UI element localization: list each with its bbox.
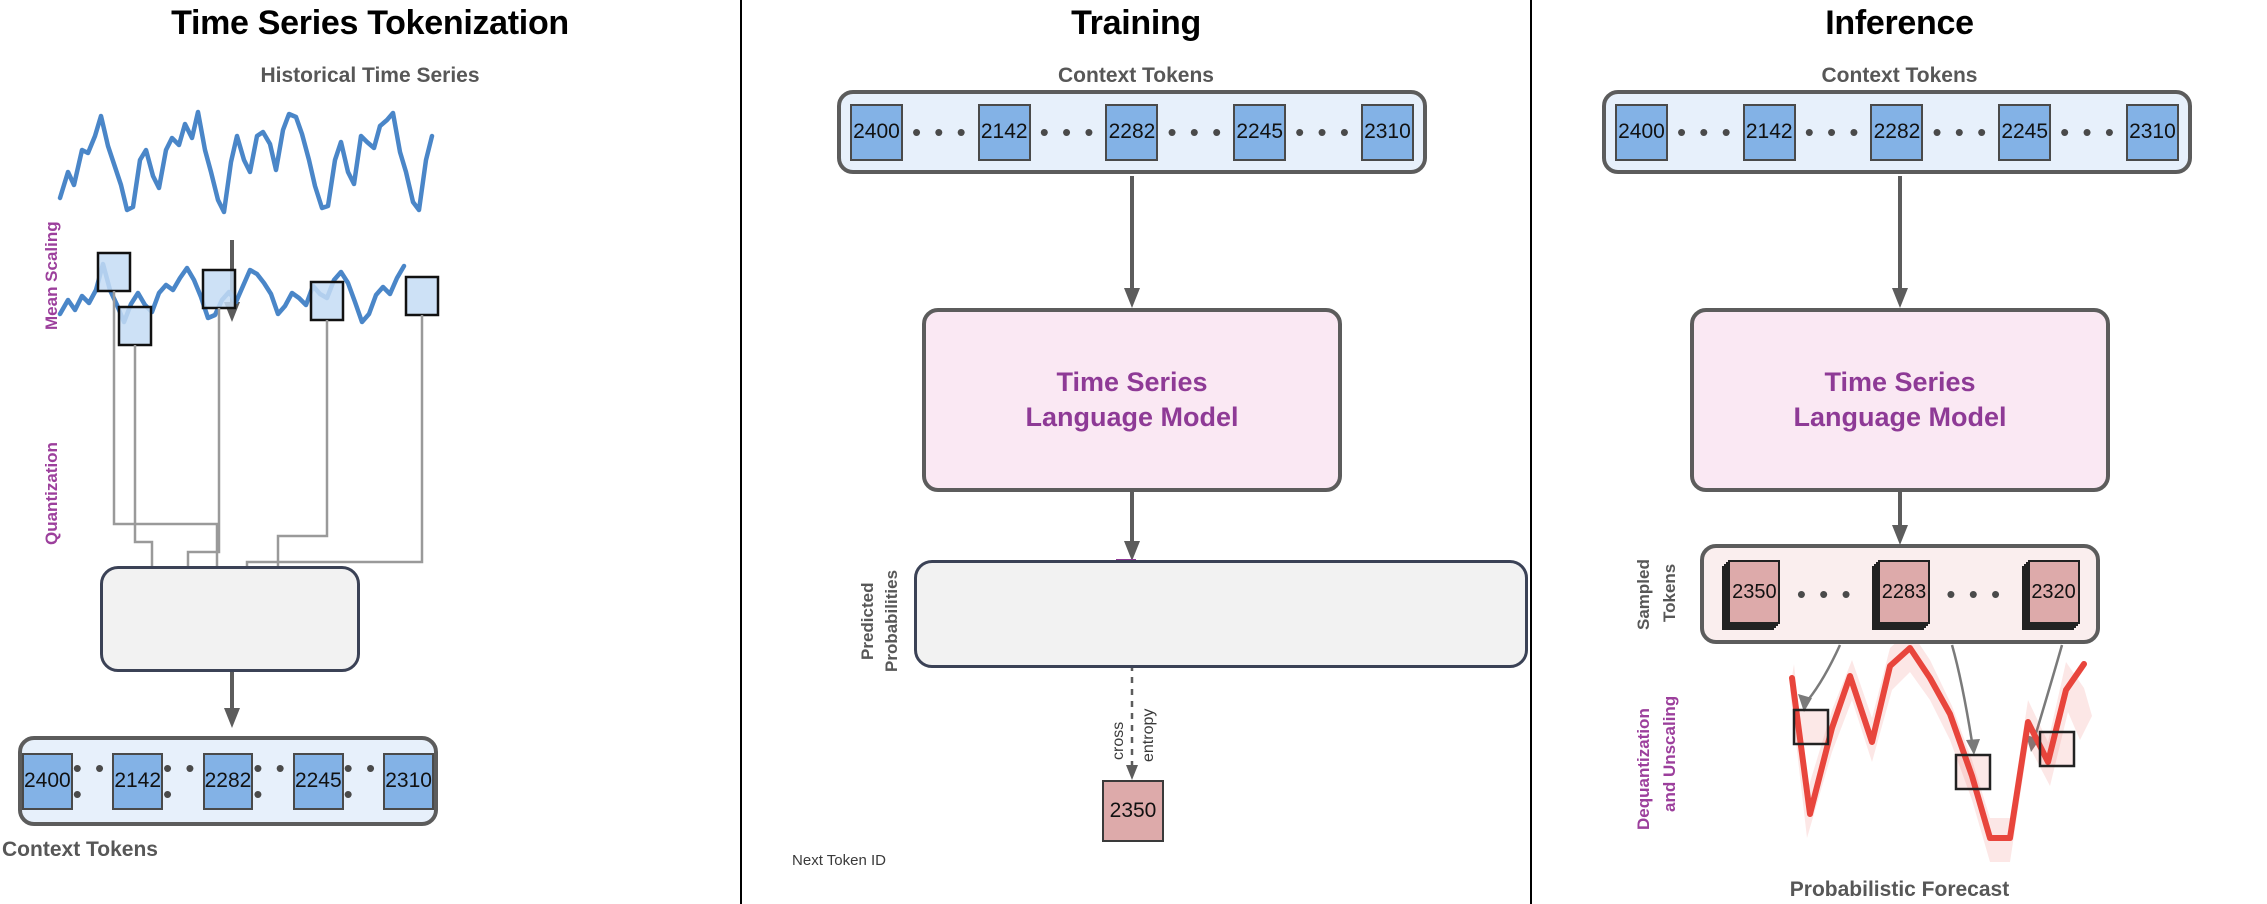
token-ellipsis: • • • bbox=[1804, 117, 1862, 147]
panel-divider-right bbox=[1530, 0, 1532, 904]
model-label-line2: Language Model bbox=[1025, 402, 1239, 432]
token-chip[interactable]: 2282 bbox=[202, 752, 254, 810]
context-tokens-bar-training: 2400 • • • 2142 • • • 2282 • • • 2245 • … bbox=[837, 90, 1427, 174]
inference-graphics bbox=[1789, 176, 2092, 862]
token-ellipsis: • • • bbox=[343, 753, 379, 809]
token-chip[interactable]: 2310 bbox=[2125, 103, 2179, 161]
context-tokens-caption-tokenization: Context Tokens bbox=[2, 838, 158, 861]
context-tokens-bar-tokenization: 2400 • • • 2142 • • • 2282 • • • 2245 • … bbox=[18, 736, 438, 826]
arrow-to-next-token-head bbox=[1126, 765, 1138, 780]
arrow-model-to-sampled-head bbox=[1892, 525, 1908, 545]
arrow-tokens-to-model-head-inf bbox=[1892, 288, 1908, 308]
token-chip[interactable]: 2400 bbox=[1614, 103, 1668, 161]
dequantization-connectors bbox=[1807, 644, 2064, 743]
sampled-token-value: 2283 bbox=[1877, 560, 1930, 624]
label-dequantization-line1: Dequantization bbox=[1634, 708, 1653, 830]
label-predicted-probabilities-line2: Probabilities bbox=[882, 569, 901, 672]
sampled-token-stack[interactable]: 2320 bbox=[2021, 560, 2080, 630]
token-ellipsis: • • • bbox=[1932, 117, 1990, 147]
page-title-inference: Inference bbox=[1825, 4, 1974, 42]
arrow-model-to-probs-head bbox=[1124, 541, 1140, 561]
next-token-box[interactable]: 2350 bbox=[1102, 780, 1164, 842]
label-sampled-tokens-line1: Sampled bbox=[1634, 559, 1653, 630]
quant-window-1 bbox=[96, 251, 132, 293]
token-ellipsis: • • • bbox=[1039, 117, 1097, 147]
loss-label-entropy: entropy bbox=[1140, 708, 1157, 762]
time-series-language-model-inference[interactable]: Time Series Language Model bbox=[1690, 308, 2110, 492]
token-ellipsis: • • • bbox=[2060, 117, 2117, 147]
token-ellipsis: • • • bbox=[1295, 117, 1352, 147]
token-ellipsis: • • • bbox=[1676, 117, 1734, 147]
token-ellipsis: • • • bbox=[163, 753, 198, 809]
panel-tokenization: Time Series Tokenization Historical Time… bbox=[0, 0, 740, 904]
token-ellipsis: • • • bbox=[253, 753, 288, 809]
historical-series-title: Historical Time Series bbox=[260, 64, 480, 87]
token-chip[interactable]: 2400 bbox=[849, 103, 903, 161]
time-series-language-model-training[interactable]: Time Series Language Model bbox=[922, 308, 1342, 492]
token-chip[interactable]: 2142 bbox=[977, 103, 1031, 161]
panel-divider-left bbox=[740, 0, 742, 904]
token-chip[interactable]: 2282 bbox=[1870, 103, 1924, 161]
forecast-sample-box-2 bbox=[1954, 753, 1992, 791]
quant-window-2 bbox=[117, 305, 153, 347]
label-predicted-probabilities-line1: Predicted bbox=[858, 582, 877, 660]
forecast-sample-box-3 bbox=[2038, 730, 2076, 768]
label-sampled-tokens-line2: Tokens bbox=[1660, 563, 1679, 622]
sampled-token-stack[interactable]: 2283 bbox=[1871, 560, 1930, 630]
quantization-connectors bbox=[112, 291, 424, 600]
token-ellipsis: • • • bbox=[1167, 117, 1225, 147]
token-chip[interactable]: 2245 bbox=[292, 752, 344, 810]
label-dequantization-line2: and Unscaling bbox=[1660, 695, 1679, 812]
model-label-line1: Time Series bbox=[1824, 367, 1976, 398]
predicted-probabilities-box bbox=[914, 560, 1528, 668]
sampled-token-stack[interactable]: 2350 bbox=[1722, 560, 1781, 630]
context-tokens-bar-inference: 2400 • • • 2142 • • • 2282 • • • 2245 • … bbox=[1602, 90, 2192, 174]
quantization-window-boxes bbox=[96, 251, 440, 347]
token-chip[interactable]: 2142 bbox=[1742, 103, 1796, 161]
token-chip[interactable]: 2245 bbox=[1233, 103, 1287, 161]
quantization-bins-box bbox=[100, 566, 360, 672]
token-ellipsis: • • • bbox=[911, 117, 969, 147]
token-chip[interactable]: 2245 bbox=[1998, 103, 2052, 161]
quant-window-3 bbox=[201, 268, 237, 310]
token-chip[interactable]: 2310 bbox=[383, 752, 434, 810]
page-title-tokenization: Time Series Tokenization bbox=[171, 4, 569, 42]
token-chip[interactable]: 2142 bbox=[112, 752, 164, 810]
next-token-caption: Next Token ID bbox=[792, 852, 886, 869]
token-ellipsis: • • • bbox=[1946, 579, 2004, 609]
sampled-token-value: 2350 bbox=[1728, 560, 1781, 624]
forecast-median-line bbox=[1789, 645, 2087, 841]
token-ellipsis: • • • bbox=[1796, 579, 1854, 609]
historical-series-line bbox=[57, 109, 435, 215]
forecast-sample-box-1 bbox=[1792, 708, 1830, 746]
loss-label-cross: cross bbox=[1110, 721, 1127, 760]
context-tokens-title-inference: Context Tokens bbox=[1821, 64, 1978, 87]
forecast-sample-boxes bbox=[1792, 708, 2076, 791]
token-chip[interactable]: 2310 bbox=[1360, 103, 1414, 161]
model-label-line1: Time Series bbox=[1056, 367, 1208, 398]
quant-window-5 bbox=[404, 275, 440, 317]
sampled-token-value: 2320 bbox=[2027, 560, 2080, 624]
quant-window-4 bbox=[309, 280, 345, 322]
token-chip[interactable]: 2282 bbox=[1105, 103, 1159, 161]
arrow-tokens-to-model-head bbox=[1124, 288, 1140, 308]
arrow-to-tokens-head bbox=[224, 708, 240, 728]
probabilistic-forecast-caption: Probabilistic Forecast bbox=[1789, 878, 2010, 901]
token-chip[interactable]: 2400 bbox=[22, 752, 73, 810]
token-ellipsis: • • • bbox=[72, 753, 108, 809]
panel-inference: Inference Context Tokens 2400 • • • 2142… bbox=[1532, 0, 2267, 904]
panel-training: Training Context Tokens 2400 • • • 2142 … bbox=[742, 0, 1530, 904]
model-label-line2: Language Model bbox=[1793, 402, 2007, 432]
sampled-tokens-bar: 2350 • • • 2283 • • • 2320 bbox=[1700, 544, 2100, 644]
page-title-training: Training bbox=[1071, 4, 1201, 42]
context-tokens-title-training: Context Tokens bbox=[1058, 64, 1214, 87]
